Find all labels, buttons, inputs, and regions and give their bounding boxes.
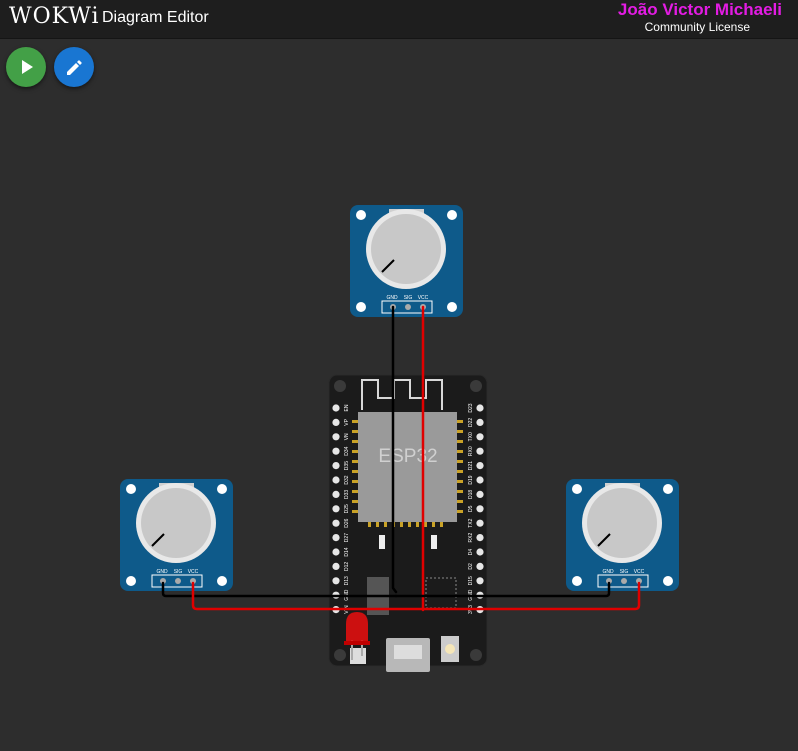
right-pin-label: D18: [468, 490, 474, 499]
esp32-board[interactable]: ESP32: [328, 374, 488, 672]
user-name[interactable]: João Victor Michaeli: [617, 0, 782, 19]
right-pin-7[interactable]: [476, 505, 484, 513]
red-led[interactable]: [344, 612, 370, 660]
right-pin-8[interactable]: [476, 519, 484, 527]
pot-pin-label-vcc: VCC: [634, 569, 645, 575]
license-label: Community License: [644, 20, 750, 34]
right-pin-label: D15: [468, 576, 474, 585]
left-pin-1[interactable]: [332, 418, 340, 426]
wire-vcc-right[interactable]: [421, 581, 641, 611]
left-pin-3[interactable]: [332, 447, 340, 455]
wokwi-logo[interactable]: WOKWi: [9, 4, 100, 29]
left-pin-5[interactable]: [332, 476, 340, 484]
right-pin-label: D23: [468, 403, 474, 412]
pot-pin-label-vcc: VCC: [188, 569, 199, 575]
right-pin-6[interactable]: [476, 490, 484, 498]
left-pin-7[interactable]: [332, 505, 340, 513]
right-pin-2[interactable]: [476, 433, 484, 441]
left-pin-4[interactable]: [332, 462, 340, 470]
potentiometer-top[interactable]: GND SIG VCC: [350, 205, 463, 317]
potentiometer-right[interactable]: GND SIG VCC: [566, 479, 679, 591]
left-pin-label: D35: [344, 461, 350, 470]
right-pin-label: D22: [468, 418, 474, 427]
left-pin-8[interactable]: [332, 519, 340, 527]
right-pin-label: D4: [468, 549, 474, 556]
usb-chip: [425, 577, 457, 609]
user-info[interactable]: João Victor Michaeli Community License: [618, 0, 782, 34]
pot-pin-label-sig: SIG: [620, 569, 629, 575]
right-pin-10[interactable]: [476, 548, 484, 556]
edit-diagram-button[interactable]: [54, 47, 94, 87]
left-pin-label: D14: [344, 547, 350, 556]
play-icon: [22, 60, 33, 74]
right-pin-9[interactable]: [476, 534, 484, 542]
right-pin-12[interactable]: [476, 577, 484, 585]
pot-pin-label-gnd: GND: [602, 569, 614, 575]
pot-pin-label-gnd: GND: [156, 569, 168, 575]
right-pin-label: D5: [468, 505, 474, 512]
right-pin-0[interactable]: [476, 404, 484, 412]
left-pin-2[interactable]: [332, 433, 340, 441]
wire-gnd-right[interactable]: [394, 581, 611, 598]
right-pin-label: TX0: [468, 432, 474, 441]
left-pin-6[interactable]: [332, 490, 340, 498]
right-pin-label: RX2: [468, 533, 474, 543]
right-pin-3[interactable]: [476, 447, 484, 455]
wire-gnd-left[interactable]: [161, 581, 398, 598]
left-pin-9[interactable]: [332, 534, 340, 542]
diagram-canvas[interactable]: ESP32 ENVPVND34D35D32D33D25D26D27D14D12D…: [0, 38, 798, 751]
left-pin-label: D32: [344, 475, 350, 484]
start-simulation-button[interactable]: [6, 47, 46, 87]
pencil-icon: [67, 60, 82, 75]
left-pin-0[interactable]: [332, 404, 340, 412]
left-pin-label: D26: [344, 518, 350, 527]
pot-pin-label-vcc: VCC: [418, 295, 429, 301]
wire-vcc-left[interactable]: [191, 581, 425, 611]
left-pin-label: D12: [344, 562, 350, 571]
esp32-label: ESP32: [378, 446, 437, 467]
right-pin-label: D21: [468, 461, 474, 470]
page-title: Diagram Editor: [102, 9, 209, 26]
pot-pin-label-gnd: GND: [386, 295, 398, 301]
wire-gnd-top[interactable]: [391, 305, 398, 594]
left-pin-10[interactable]: [332, 548, 340, 556]
left-pin-label: D34: [344, 446, 350, 455]
right-pin-11[interactable]: [476, 562, 484, 571]
left-pin-label: D27: [344, 533, 350, 542]
esp32-chip: [358, 412, 457, 522]
right-pin-5[interactable]: [476, 476, 484, 484]
left-pin-label: D25: [344, 504, 350, 513]
left-pin-label: VP: [344, 418, 350, 425]
right-pin-label: RX0: [468, 446, 474, 456]
right-pin-label: TX2: [468, 518, 474, 527]
left-pin-11[interactable]: [332, 562, 340, 571]
left-pin-label: D13: [344, 576, 350, 585]
left-pin-12[interactable]: [332, 577, 340, 585]
pot-pin-label-sig: SIG: [174, 569, 183, 575]
potentiometer-left[interactable]: GND SIG VCC: [120, 479, 233, 591]
right-pin-label: D19: [468, 475, 474, 484]
right-pin-1[interactable]: [476, 418, 484, 426]
right-pin-4[interactable]: [476, 462, 484, 470]
pot-pin-label-sig: SIG: [404, 295, 413, 301]
left-pin-label: EN: [344, 404, 350, 411]
left-pin-label: D33: [344, 490, 350, 499]
left-pin-label: VN: [344, 433, 350, 440]
right-pin-label: D2: [468, 563, 474, 570]
top-bar: WOKWi Diagram Editor João Victor Michael…: [0, 0, 798, 39]
